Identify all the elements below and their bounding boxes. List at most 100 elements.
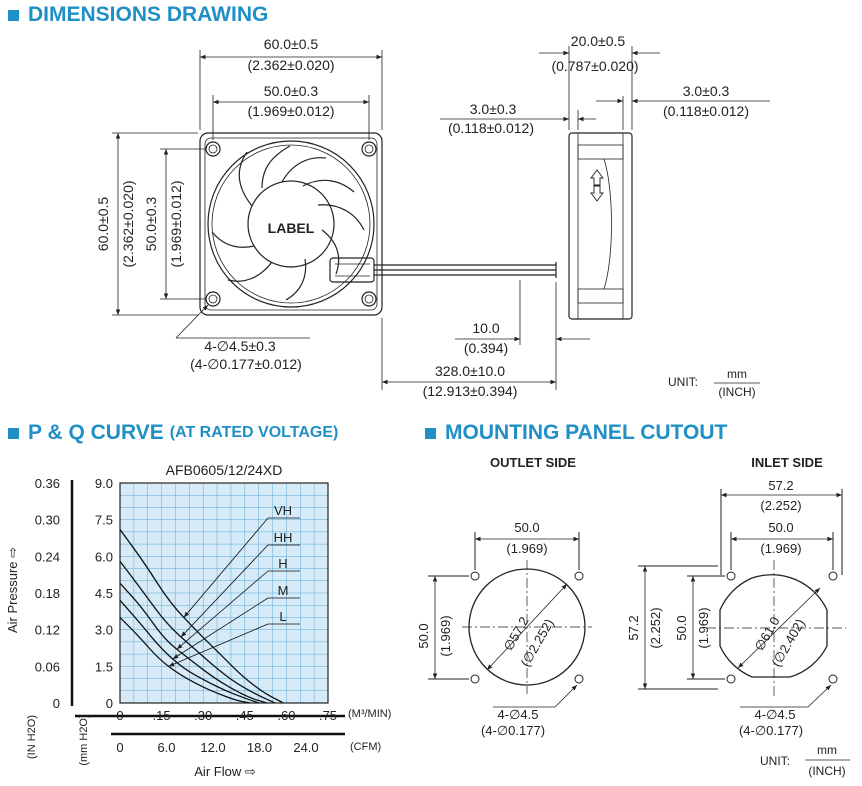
lead-length-dim-inch: (12.913±0.394) [423, 383, 518, 399]
x-tick-cfm: 12.0 [200, 740, 225, 755]
series-leader [180, 544, 269, 638]
outlet-side-title: OUTLET SIDE [490, 455, 576, 470]
heading-subtext: (AT RATED VOLTAGE) [169, 424, 339, 441]
heading-text: MOUNTING PANEL CUTOUT [445, 421, 728, 444]
x-tick-cfm: 6.0 [157, 740, 175, 755]
series-label-hh: HH [274, 530, 293, 545]
vertical-hole-pitch-dim-inch: (1.969±0.012) [168, 180, 184, 267]
series-label-m: M [278, 583, 289, 598]
fan-front-view [199, 132, 557, 316]
series-leader [172, 597, 269, 660]
bullet-square-icon [8, 427, 19, 439]
x-tick-m3min: .45 [236, 708, 254, 723]
mmh2o-unit-label: (mm H2O) [78, 714, 90, 765]
x-tick-m3min: .30 [194, 708, 212, 723]
series-label-vh: VH [274, 503, 292, 518]
series-line-hh [119, 560, 276, 704]
y-tick-inh2o: 0.12 [35, 623, 60, 638]
outlet-width-dim: 50.0 [514, 520, 539, 535]
x-tick-cfm: 18.0 [247, 740, 272, 755]
mounting-holes-dim: 4-∅4.5±0.3 [204, 338, 275, 354]
side-dimension-lines [440, 46, 770, 130]
hole-pitch-dim: 50.0±0.3 [264, 83, 319, 99]
inlet-outer-height-dim-inch: (2.252) [648, 607, 663, 648]
x-tick-m3min: .15 [153, 708, 171, 723]
fan-side-view [568, 132, 633, 320]
x-tick-m3min: 0 [116, 708, 123, 723]
chart-tick-labels: 9.07.56.04.53.01.500.360.300.240.180.120… [35, 476, 337, 755]
y-tick-inh2o: 0 [53, 696, 60, 711]
unit-inch: (INCH) [718, 385, 755, 399]
mounting-holes-dim-inch: (4-∅0.177±0.012) [190, 356, 302, 372]
x-tick-cfm: 24.0 [293, 740, 318, 755]
inlet-outer-height-dim: 57.2 [626, 615, 641, 640]
y-tick-mmh2o: 7.5 [95, 513, 113, 528]
series-line-vh [119, 529, 284, 704]
series-label-h: H [278, 556, 287, 571]
front-dimension-lines [112, 50, 590, 390]
bullet-square-icon [425, 427, 436, 439]
y-tick-inh2o: 0.36 [35, 476, 60, 491]
chart-plot-frame [119, 482, 329, 704]
flange-right-dim: 3.0±0.3 [683, 83, 730, 99]
height-dim-inch: (2.362±0.020) [120, 180, 136, 267]
label-text: LABEL [268, 220, 315, 236]
unit-mm: mm [817, 743, 837, 757]
dimensions-drawing-heading: DIMENSIONS DRAWING [8, 3, 268, 27]
flange-left-dim: 3.0±0.3 [470, 101, 517, 117]
x-tick-m3min: .75 [319, 708, 337, 723]
unit-inch: (INCH) [808, 764, 845, 778]
lead-length-dim: 328.0±10.0 [435, 363, 505, 379]
cfm-unit-label: (CFM) [350, 741, 381, 753]
inlet-side-title: INLET SIDE [751, 455, 823, 470]
heading-text: DIMENSIONS DRAWING [28, 3, 269, 26]
y-tick-mmh2o: 4.5 [95, 586, 113, 601]
m3min-unit-label: (M³/MIN) [348, 708, 391, 720]
outlet-width-dim-inch: (1.969) [506, 541, 547, 556]
outlet-height-dim-inch: (1.969) [438, 615, 453, 656]
x-axis-label: Air Flow ⇨ [194, 764, 256, 779]
inh2o-unit-label: (IN H2O) [26, 715, 38, 759]
series-leader [168, 623, 269, 667]
series-line-l [119, 616, 251, 704]
series-line-m [119, 599, 259, 704]
width-dim-inch: (2.362±0.020) [247, 57, 334, 73]
y-axis-label: Air Pressure ⇨ [5, 547, 20, 633]
unit-label: UNIT: [668, 375, 698, 389]
strip-length-dim: 10.0 [472, 320, 499, 336]
y-tick-mmh2o: 0 [106, 696, 113, 711]
chart-series [119, 529, 284, 704]
height-dim: 60.0±0.5 [95, 197, 111, 252]
inlet-holes-dim: 4-∅4.5 [755, 707, 796, 722]
inlet-width-dim: 50.0 [768, 520, 793, 535]
y-tick-inh2o: 0.18 [35, 586, 60, 601]
inlet-cutout [638, 489, 846, 708]
depth-dim: 20.0±0.5 [571, 33, 626, 49]
series-leader [176, 570, 269, 650]
outlet-holes-dim-inch: (4-∅0.177) [481, 723, 545, 738]
depth-dim-inch: (0.787±0.020) [551, 58, 638, 74]
outlet-cutout [428, 532, 592, 708]
inlet-height-dim: 50.0 [674, 615, 689, 640]
inlet-height-dim-inch: (1.969) [696, 607, 711, 648]
pq-curve-heading: P & Q CURVE (AT RATED VOLTAGE) [8, 421, 338, 445]
inlet-outer-width-dim: 57.2 [768, 478, 793, 493]
inlet-holes-dim-inch: (4-∅0.177) [739, 723, 803, 738]
bullet-square-icon [8, 9, 19, 21]
y-tick-mmh2o: 6.0 [95, 549, 113, 564]
width-dim: 60.0±0.5 [264, 36, 319, 52]
unit-label: UNIT: [760, 754, 790, 768]
series-label-l: L [279, 609, 286, 624]
flange-right-dim-inch: (0.118±0.012) [663, 103, 749, 119]
y-tick-mmh2o: 1.5 [95, 659, 113, 674]
series-line-h [119, 582, 268, 704]
mounting-cutout-heading: MOUNTING PANEL CUTOUT [425, 421, 727, 445]
flange-left-dim-inch: (0.118±0.012) [448, 120, 534, 136]
y-tick-inh2o: 0.24 [35, 549, 60, 564]
heading-text: P & Q CURVE [28, 421, 164, 444]
y-tick-mmh2o: 9.0 [95, 476, 113, 491]
strip-length-dim-inch: (0.394) [464, 340, 508, 356]
unit-mm: mm [727, 367, 747, 381]
